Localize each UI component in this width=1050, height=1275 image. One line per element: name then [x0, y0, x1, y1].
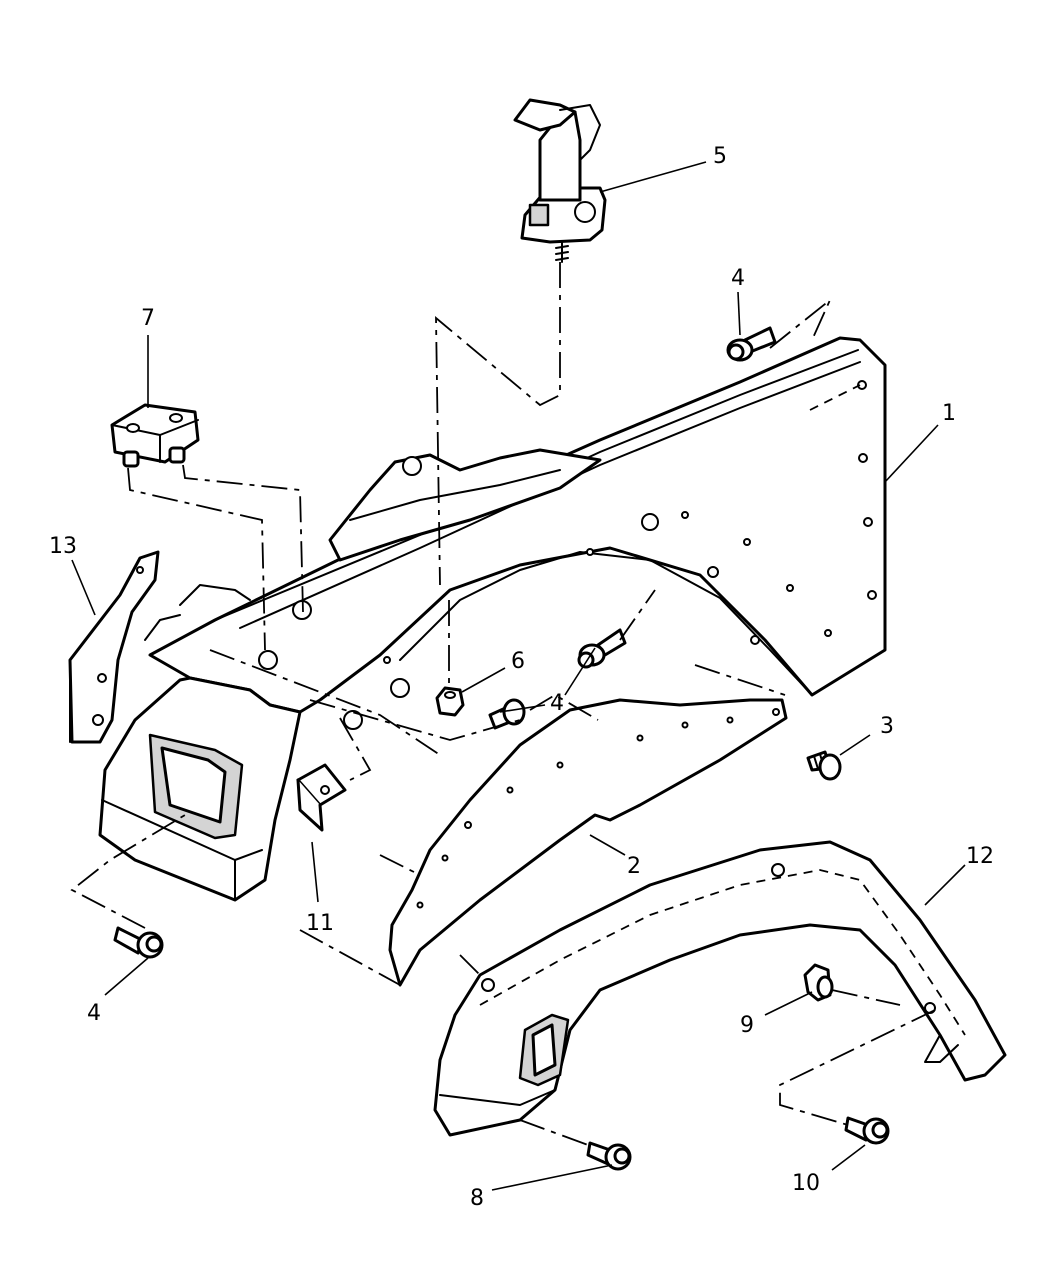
callout-4-top: 4	[731, 266, 745, 291]
part-13-bracket	[68, 550, 160, 744]
part-9-grommet	[803, 963, 834, 1002]
callout-12: 12	[966, 844, 994, 869]
part-2-splash-shield	[388, 698, 788, 987]
part-11-clip	[296, 763, 347, 832]
part-3-retainer	[806, 750, 842, 781]
leader-lines	[71, 161, 966, 1191]
callout-7: 7	[141, 306, 155, 331]
assembly-lines	[70, 262, 936, 1146]
front-corner-cap	[98, 676, 302, 902]
part-8-flare-bolt	[586, 1141, 632, 1171]
part-4-bolt-fender	[577, 628, 627, 669]
callout-5: 5	[713, 144, 727, 169]
callout-1: 1	[942, 401, 956, 426]
callout-2: 2	[627, 854, 641, 879]
callout-6: 6	[511, 649, 525, 674]
callout-11: 11	[306, 911, 334, 936]
part-4-bolt-top	[726, 326, 777, 362]
part-5-hood-catch	[513, 98, 607, 263]
part-4-bolt-mid	[488, 698, 526, 730]
part-12-fender-flare	[433, 840, 1007, 1137]
part-4-bolt-lower-left	[113, 926, 164, 959]
callout-8: 8	[470, 1186, 484, 1211]
callout-4-lower-left: 4	[87, 1001, 101, 1026]
callout-3: 3	[880, 714, 894, 739]
callouts: 1 2 3 4 4 4 5 6 7 8 9 10 11 12 13	[49, 144, 994, 1211]
part-10-flare-bolt	[844, 1116, 890, 1145]
callout-10: 10	[792, 1171, 820, 1196]
callout-9: 9	[740, 1013, 754, 1038]
callout-13: 13	[49, 534, 77, 559]
callout-4-mid: 4	[550, 691, 564, 716]
part-6-nut	[435, 686, 465, 717]
part-7-bumper-pad	[110, 403, 200, 468]
